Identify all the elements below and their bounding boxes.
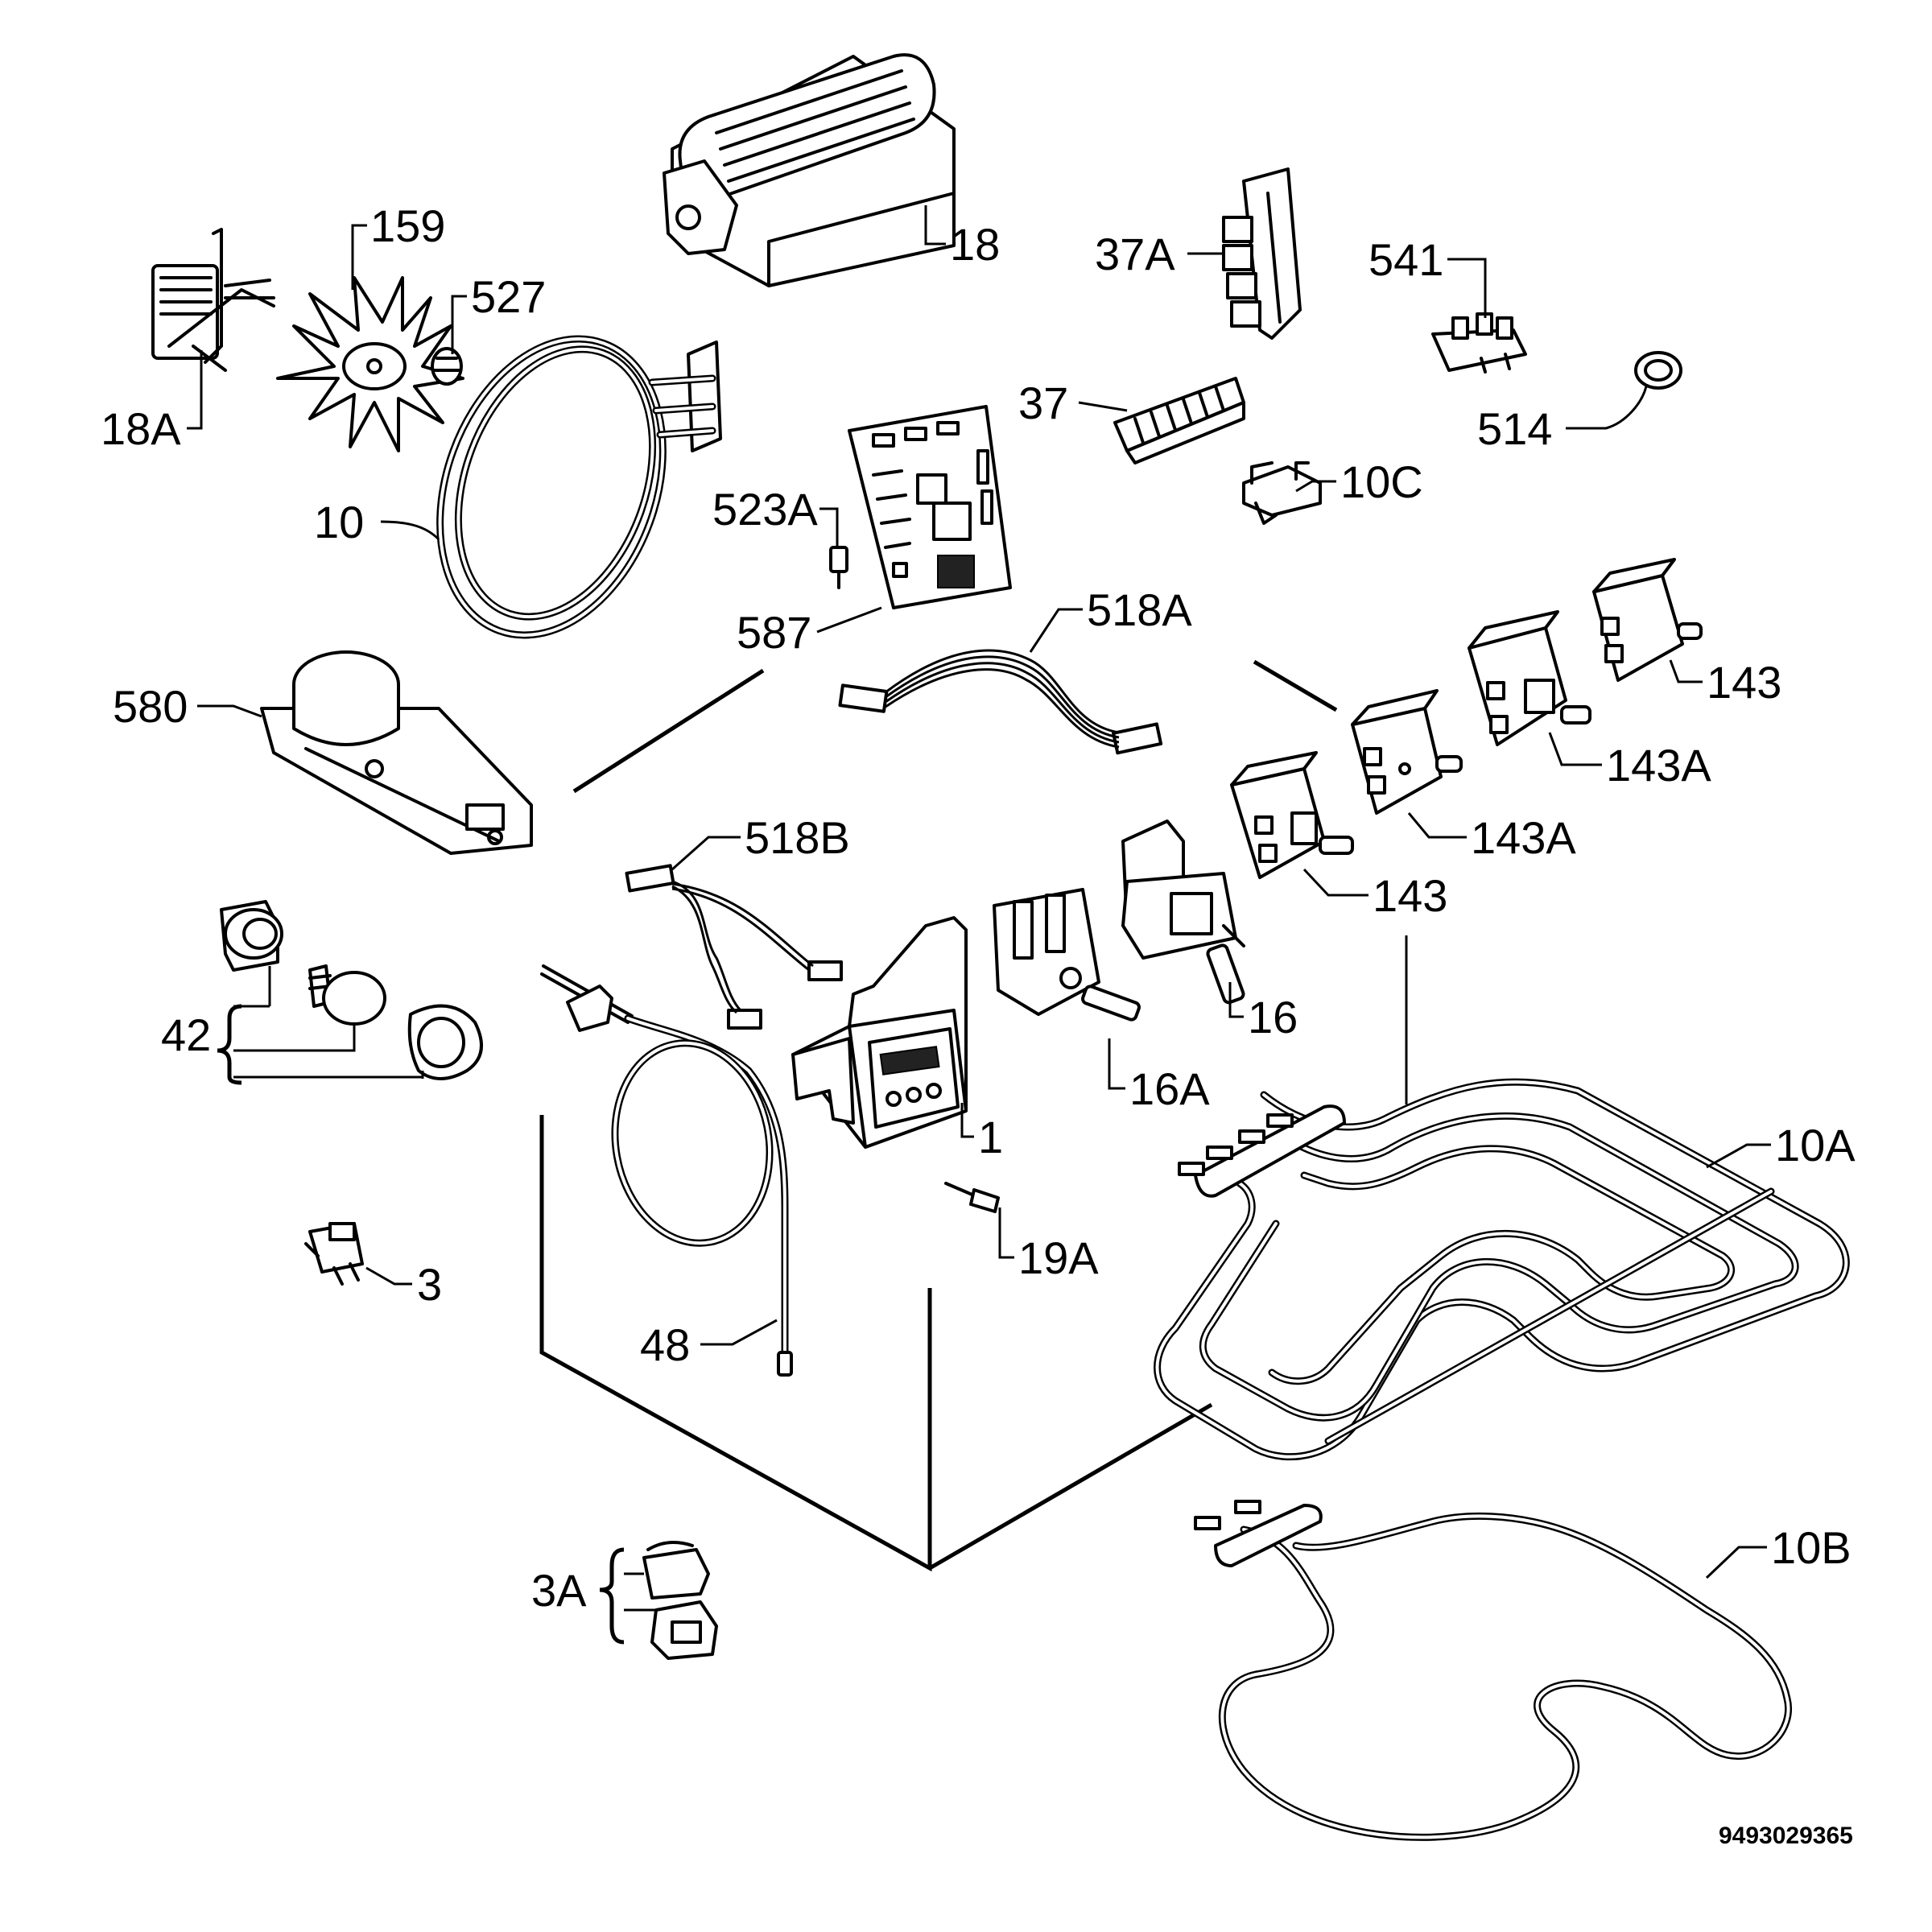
part-labels: 18 18A 159 527 10 37A 541 37 514 10C 523… [101,200,1856,1849]
leader-lines [187,205,1771,1579]
label-16: 16 [1248,992,1298,1042]
label-3a: 3A [531,1565,587,1616]
label-518b: 518B [745,812,850,863]
label-143a-top: 143A [1606,740,1711,791]
label-48: 48 [640,1319,690,1370]
label-18a: 18A [101,403,181,454]
label-159: 159 [370,200,445,251]
label-37a: 37A [1095,229,1175,279]
label-541: 541 [1368,234,1443,285]
terminal-block-horizontal-part [1113,377,1245,464]
rotary-switch-143-top-part [1592,558,1703,682]
wiring-harness-a-part [838,649,1163,755]
grommet-part [1634,351,1682,390]
connector-clip-part [1431,312,1527,374]
label-16a: 16A [1129,1063,1210,1114]
wiring-harness-b-part [625,864,843,1030]
fan-blade-part [276,276,464,452]
rotary-switch-143a-top-part [1468,610,1591,746]
control-display-module-part [791,916,968,1149]
bottom-heating-element-part [1194,1500,1792,1841]
label-10b: 10B [1771,1522,1852,1573]
bracket-part [1242,461,1322,525]
label-580: 580 [113,681,188,732]
nut-part [431,347,463,386]
label-19a: 19A [1018,1232,1099,1283]
control-pcb-part [848,405,1012,609]
fan-motor-part [151,228,275,372]
selector-switch-16a-part [993,888,1141,1022]
label-18: 18 [950,219,1000,270]
label-37: 37 [1018,378,1068,428]
thermostat-part [304,1222,364,1286]
label-143-mid: 143 [1373,870,1447,921]
rotary-switch-143-mid-part [1230,751,1354,879]
motor-assembly-part [260,650,533,855]
small-connector-part [829,546,848,589]
selector-switch-16-part [1121,819,1245,1005]
document-number: 9493029365 [1719,1823,1853,1849]
label-514: 514 [1477,403,1552,454]
thermal-cutout-part [599,1541,718,1660]
label-527: 527 [471,271,546,322]
label-587: 587 [737,607,811,658]
temperature-probe-part [540,964,793,1377]
label-10a: 10A [1775,1120,1856,1170]
label-518a: 518A [1087,584,1192,635]
terminal-block-vertical-part [1222,167,1302,340]
grill-element-part [1154,1078,1850,1461]
label-3: 3 [417,1259,442,1310]
label-42: 42 [161,1009,211,1060]
tangential-fan-part [663,53,956,287]
indicator-lamp-part [944,1182,1000,1213]
label-523a: 523A [712,484,818,535]
label-10c: 10C [1340,456,1423,507]
label-1: 1 [978,1112,1003,1162]
lamp-assembly-part [217,900,483,1085]
label-10: 10 [314,497,364,547]
oven-cavity-outline [539,659,1338,1572]
label-143a-mid: 143A [1471,812,1576,863]
circular-heating-element-part [436,335,722,639]
label-143-top: 143 [1707,657,1781,708]
rotary-switch-143a-mid-part [1351,689,1463,815]
